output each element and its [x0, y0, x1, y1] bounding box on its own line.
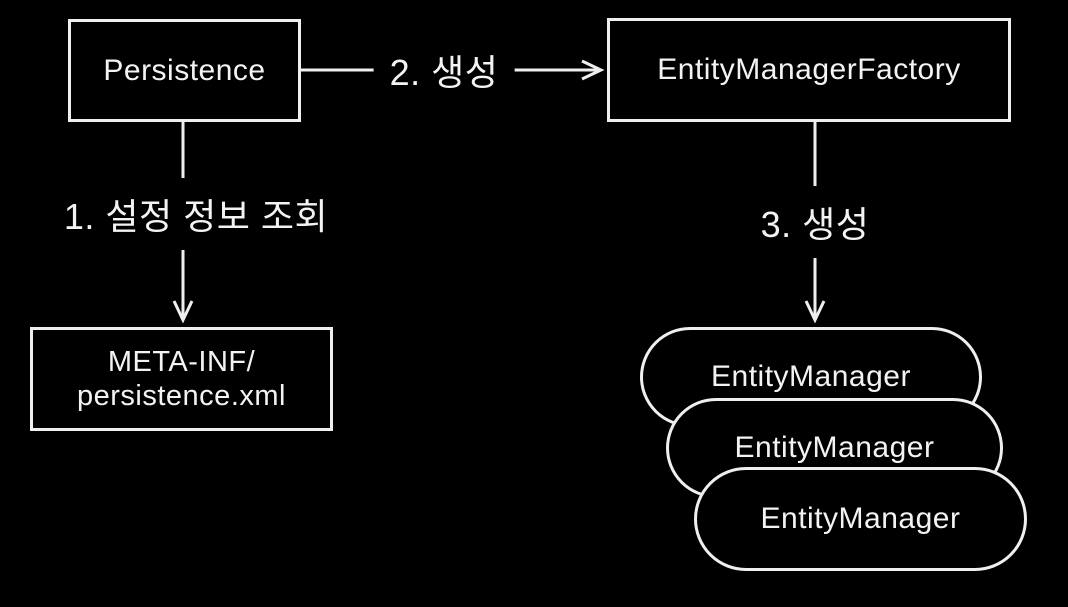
node-entity-manager-factory: EntityManagerFactory	[607, 18, 1011, 122]
node-entity-manager-2-label: EntityManager	[734, 431, 935, 464]
edge-label-step1-config-lookup: 1. 설정 정보 조회	[47, 178, 345, 250]
edge-label-step2-create: 2. 생성	[373, 34, 515, 106]
node-persistence-xml-line2: persistence.xml	[77, 380, 286, 412]
node-persistence-label: Persistence	[103, 53, 266, 87]
node-entity-manager-factory-label: EntityManagerFactory	[657, 53, 961, 86]
node-entity-manager-1-label: EntityManager	[711, 360, 911, 393]
node-entity-manager-3: EntityManager	[694, 467, 1027, 571]
node-persistence: Persistence	[68, 19, 301, 122]
edge-label-step3-create: 3. 생성	[744, 186, 886, 258]
node-entity-manager-3-label: EntityManager	[760, 502, 961, 535]
node-persistence-xml: META-INF/ persistence.xml	[30, 327, 333, 431]
node-persistence-xml-line1: META-INF/	[107, 345, 256, 378]
